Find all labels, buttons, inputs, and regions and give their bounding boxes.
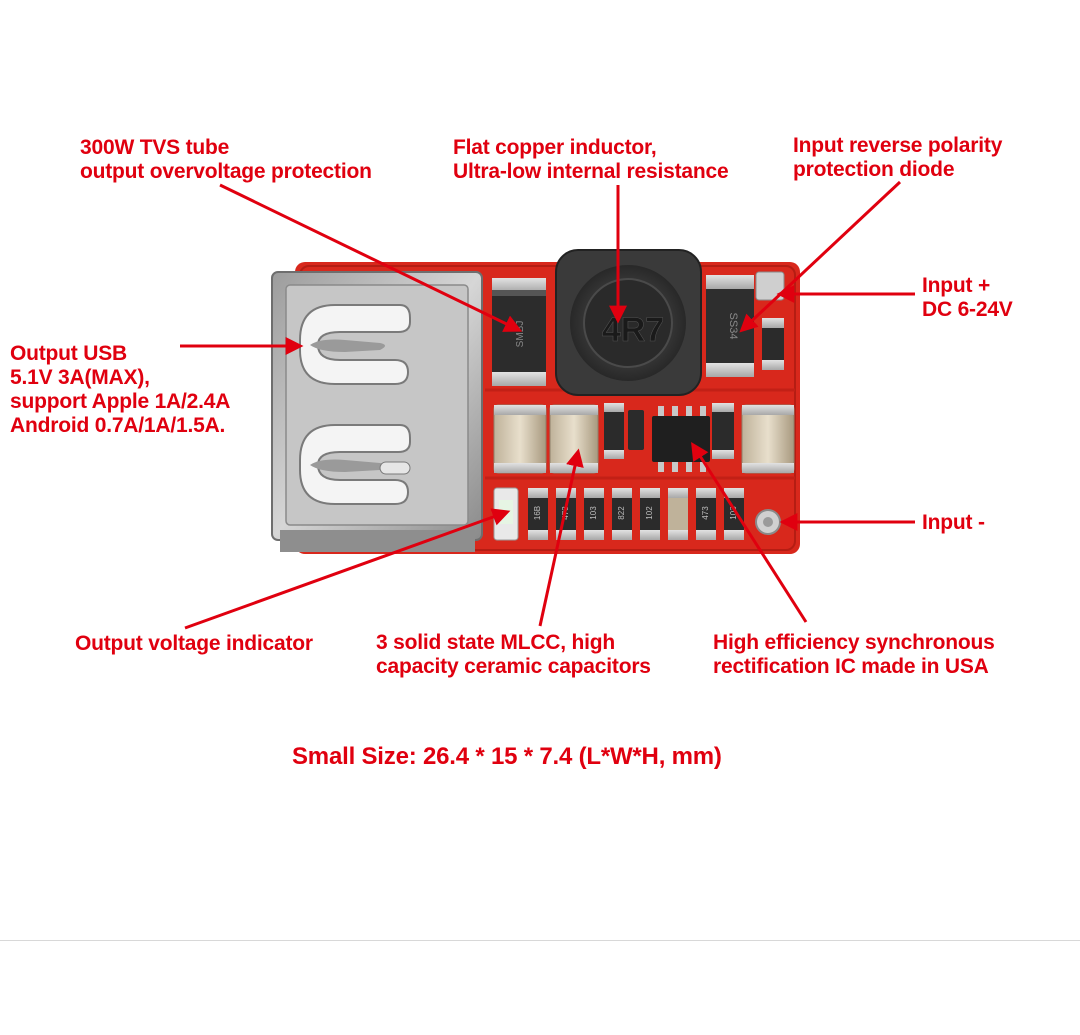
resistor-pad — [584, 530, 604, 540]
label-input-plus: Input + DC 6-24V — [922, 274, 1013, 321]
resistor-pad — [696, 530, 716, 540]
diode-marking: SS34 — [727, 313, 739, 340]
resistor-pad — [528, 488, 548, 498]
resistor-marking: 473 — [701, 506, 710, 520]
arrow-tvs — [219, 183, 523, 332]
label-flat-copper-inductor: Flat copper inductor, Ultra-low internal… — [453, 136, 729, 183]
usb-port — [271, 271, 483, 552]
resistor-pad — [556, 530, 576, 540]
label-rectification-ic: High efficiency synchronous rectificatio… — [713, 631, 995, 678]
resistor-pad — [696, 488, 716, 498]
smd-resistor — [612, 488, 632, 540]
resistor-marking: 102 — [645, 506, 654, 520]
label-tvs-tube: 300W TVS tube output overvoltage protect… — [80, 136, 372, 183]
resistor-marking: 822 — [617, 506, 626, 520]
tvs-diode-component: SMBJ — [492, 278, 546, 386]
smd-resistor — [668, 488, 688, 540]
label-input-minus: Input - — [922, 511, 985, 534]
arrow-indicator — [184, 508, 511, 630]
callout-arrows — [180, 180, 915, 630]
resistor-pad — [640, 530, 660, 540]
resistor-pad — [556, 488, 576, 498]
inductor-marking: 4R7 — [602, 311, 664, 349]
capacitors-row — [493, 403, 795, 474]
resistor-pad — [612, 530, 632, 540]
tvs-marking: SMBJ — [515, 321, 526, 348]
label-small-size: Small Size: 26.4 * 15 * 7.4 (L*W*H, mm) — [292, 743, 722, 770]
resistor-pad — [724, 488, 744, 498]
resistor-marking: 103 — [589, 506, 598, 520]
label-output-usb: Output USB 5.1V 3A(MAX), support Apple 1… — [10, 342, 231, 437]
label-output-voltage-indicator: Output voltage indicator — [75, 632, 313, 655]
inductor-component: 4R7 — [555, 249, 702, 396]
resistor-pad — [640, 488, 660, 498]
resistor-marking: 103 — [729, 506, 738, 520]
label-reverse-polarity-diode: Input reverse polarity protection diode — [793, 134, 1003, 181]
smd-resistor — [640, 488, 660, 540]
smd-resistor — [696, 488, 716, 540]
smd-resistor — [584, 488, 604, 540]
resistor-pad — [668, 530, 688, 540]
arrow-diode — [739, 180, 902, 333]
resistor-pad — [612, 488, 632, 498]
image-bottom-edge — [0, 940, 1080, 941]
reverse-polarity-diode-component: SS34 — [706, 275, 754, 377]
resistor-pad — [584, 488, 604, 498]
arrow-ic — [691, 441, 808, 623]
resistor-pad — [668, 488, 688, 498]
label-mlcc-capacitors: 3 solid state MLCC, high capacity cerami… — [376, 631, 651, 678]
resistor-pad — [724, 530, 744, 540]
resistor-marking: 16B — [533, 506, 542, 520]
resistor-pad — [528, 530, 548, 540]
arrow-mlcc — [538, 448, 584, 627]
smd-resistor — [528, 488, 548, 540]
